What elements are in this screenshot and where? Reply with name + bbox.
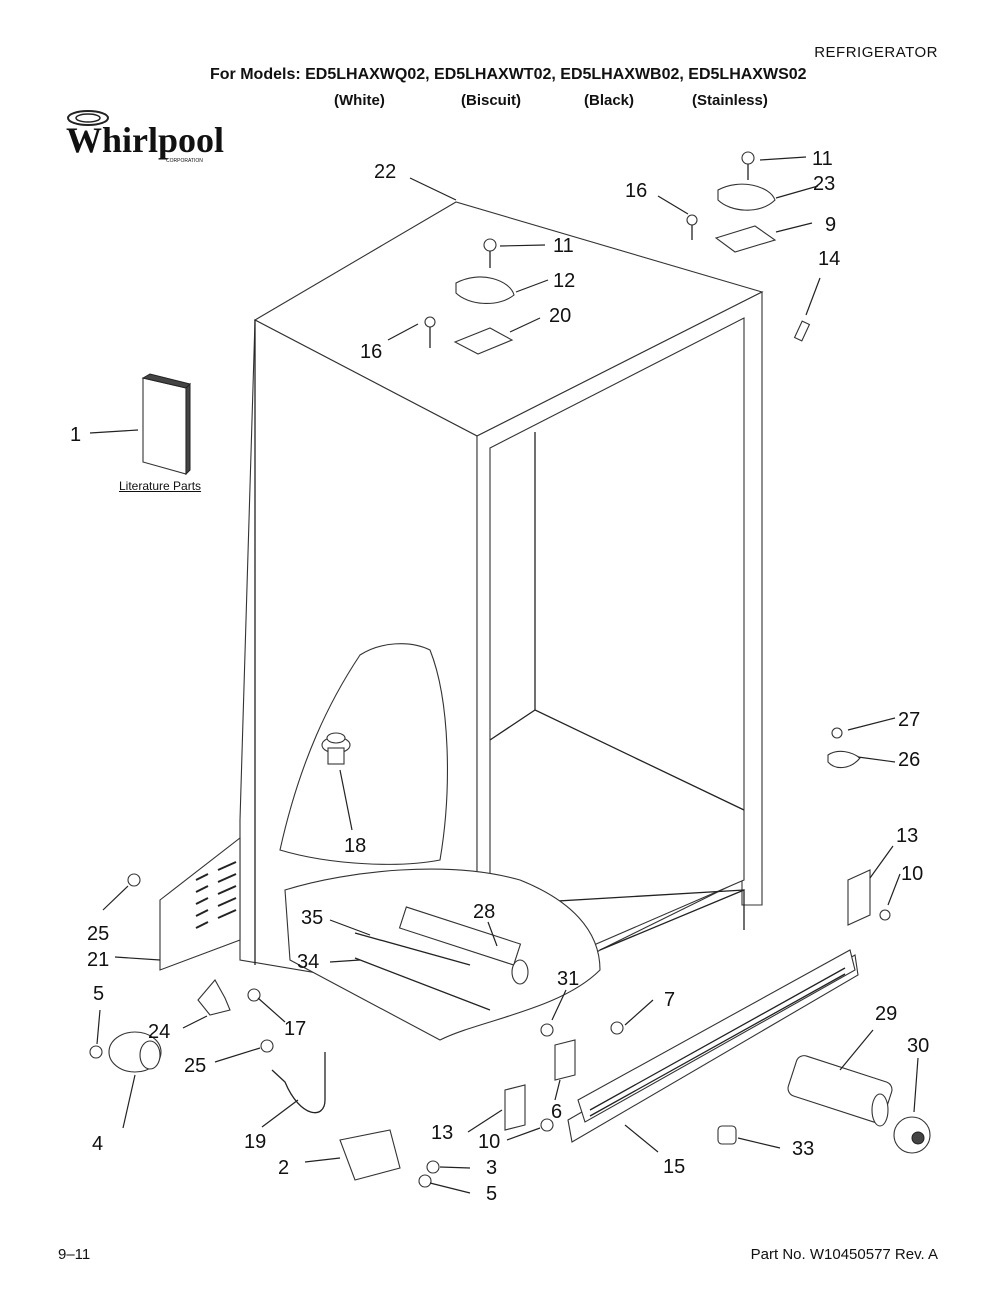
whirlpool-logo: Whirlpool CORPORATION: [66, 110, 224, 164]
svg-text:Whirlpool: Whirlpool: [66, 120, 224, 160]
water-line: [271, 1052, 326, 1114]
brackets: [504, 750, 871, 1131]
callout-25b: 25: [184, 1055, 206, 1077]
variant-black: (Black): [584, 92, 635, 109]
literature-parts-label: Literature Parts: [119, 479, 202, 493]
callout-35: 35: [301, 907, 323, 929]
variant-white: (White): [334, 92, 385, 109]
models-line: For Models: ED5LHAXWQ02, ED5LHAXWT02, ED…: [210, 66, 807, 83]
cutaway-lower: [284, 868, 601, 1041]
callout-3: 3: [486, 1157, 497, 1179]
screws: [89, 151, 891, 1188]
callout-1: 1: [70, 424, 81, 446]
part-number: Part No. W10450577 Rev. A: [750, 1246, 938, 1263]
callout-5a: 5: [93, 983, 104, 1005]
callout-7: 7: [664, 989, 675, 1011]
callout-20: 20: [549, 305, 571, 327]
callout-30: 30: [907, 1035, 929, 1057]
callout-21: 21: [87, 949, 109, 971]
callout-26: 26: [898, 749, 920, 771]
callout-5b: 5: [486, 1183, 497, 1205]
callout-2: 2: [278, 1157, 289, 1179]
callout-33: 33: [792, 1138, 814, 1160]
category-label: REFRIGERATOR: [814, 44, 938, 61]
page-number: 9–11: [58, 1246, 91, 1263]
grommet-18: [321, 732, 351, 765]
callout-27: 27: [898, 709, 920, 731]
bottom-parts: [108, 979, 401, 1181]
callout-22: 22: [374, 161, 396, 183]
top-hinge-left: [453, 276, 515, 355]
callout-11b: 11: [553, 235, 574, 257]
callout-12: 12: [553, 270, 575, 292]
callout-16a: 16: [625, 180, 647, 202]
callout-24: 24: [148, 1021, 170, 1043]
callout-10b: 10: [478, 1131, 500, 1153]
variant-biscuit: (Biscuit): [461, 92, 521, 109]
literature-booklet: [141, 373, 191, 476]
callout-6: 6: [551, 1101, 562, 1123]
callout-11a: 11: [812, 148, 833, 170]
callout-numbers: 1 2 3 4 5 5 6 7 9 10 10 11 11 12 13 13 1…: [70, 148, 929, 1205]
callout-29: 29: [875, 1003, 897, 1025]
callout-28: 28: [473, 901, 495, 923]
callout-19: 19: [244, 1131, 266, 1153]
fan-motor: [717, 1055, 931, 1154]
callout-34: 34: [297, 951, 319, 973]
svg-text:CORPORATION: CORPORATION: [166, 158, 203, 164]
variant-stainless: (Stainless): [692, 92, 768, 109]
callout-15: 15: [663, 1156, 685, 1178]
cutaway-upper: [279, 643, 448, 865]
callout-10a: 10: [901, 863, 923, 885]
callout-31: 31: [557, 968, 579, 990]
vent-bracket: [159, 836, 241, 971]
callout-4: 4: [92, 1133, 103, 1155]
callout-13a: 13: [896, 825, 918, 847]
callout-18: 18: [344, 835, 366, 857]
top-hinge-right: [714, 183, 777, 253]
drain-tube-34-35: [354, 906, 529, 1011]
toe-grille: [567, 949, 859, 1143]
callout-23: 23: [813, 173, 835, 195]
callout-25a: 25: [87, 923, 109, 945]
leader-lines: [89, 156, 919, 1194]
callout-16b: 16: [360, 341, 382, 363]
callout-13b: 13: [431, 1122, 453, 1144]
callout-17: 17: [284, 1018, 306, 1040]
callout-14: 14: [818, 248, 840, 270]
callout-9: 9: [825, 214, 836, 236]
